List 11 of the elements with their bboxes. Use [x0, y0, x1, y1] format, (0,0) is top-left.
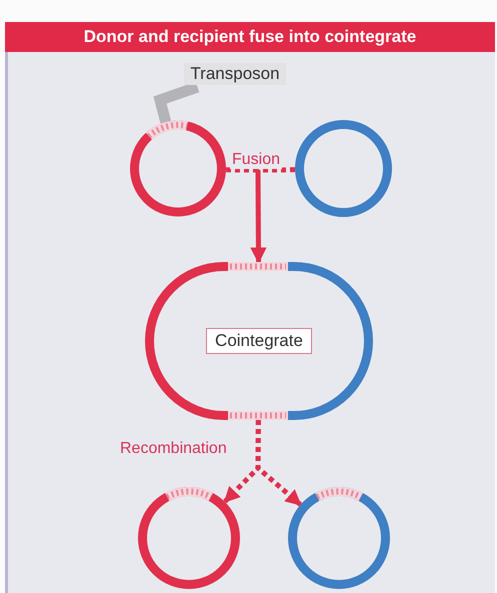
- edge-label: Fusion: [230, 151, 282, 169]
- arrow: [256, 420, 302, 507]
- callout-label: Transposon: [184, 63, 286, 85]
- cointegrate-ring: [145, 262, 373, 420]
- cointegrate-label: Cointegrate: [206, 328, 312, 354]
- plasmid-ring: [295, 120, 392, 217]
- plasmid-ring: [130, 120, 226, 217]
- arrow: [250, 167, 296, 264]
- plasmid-ring: [135, 487, 243, 589]
- title-bar: Donor and recipient fuse into cointegrate: [5, 22, 495, 52]
- plasmid-ring: [285, 487, 393, 589]
